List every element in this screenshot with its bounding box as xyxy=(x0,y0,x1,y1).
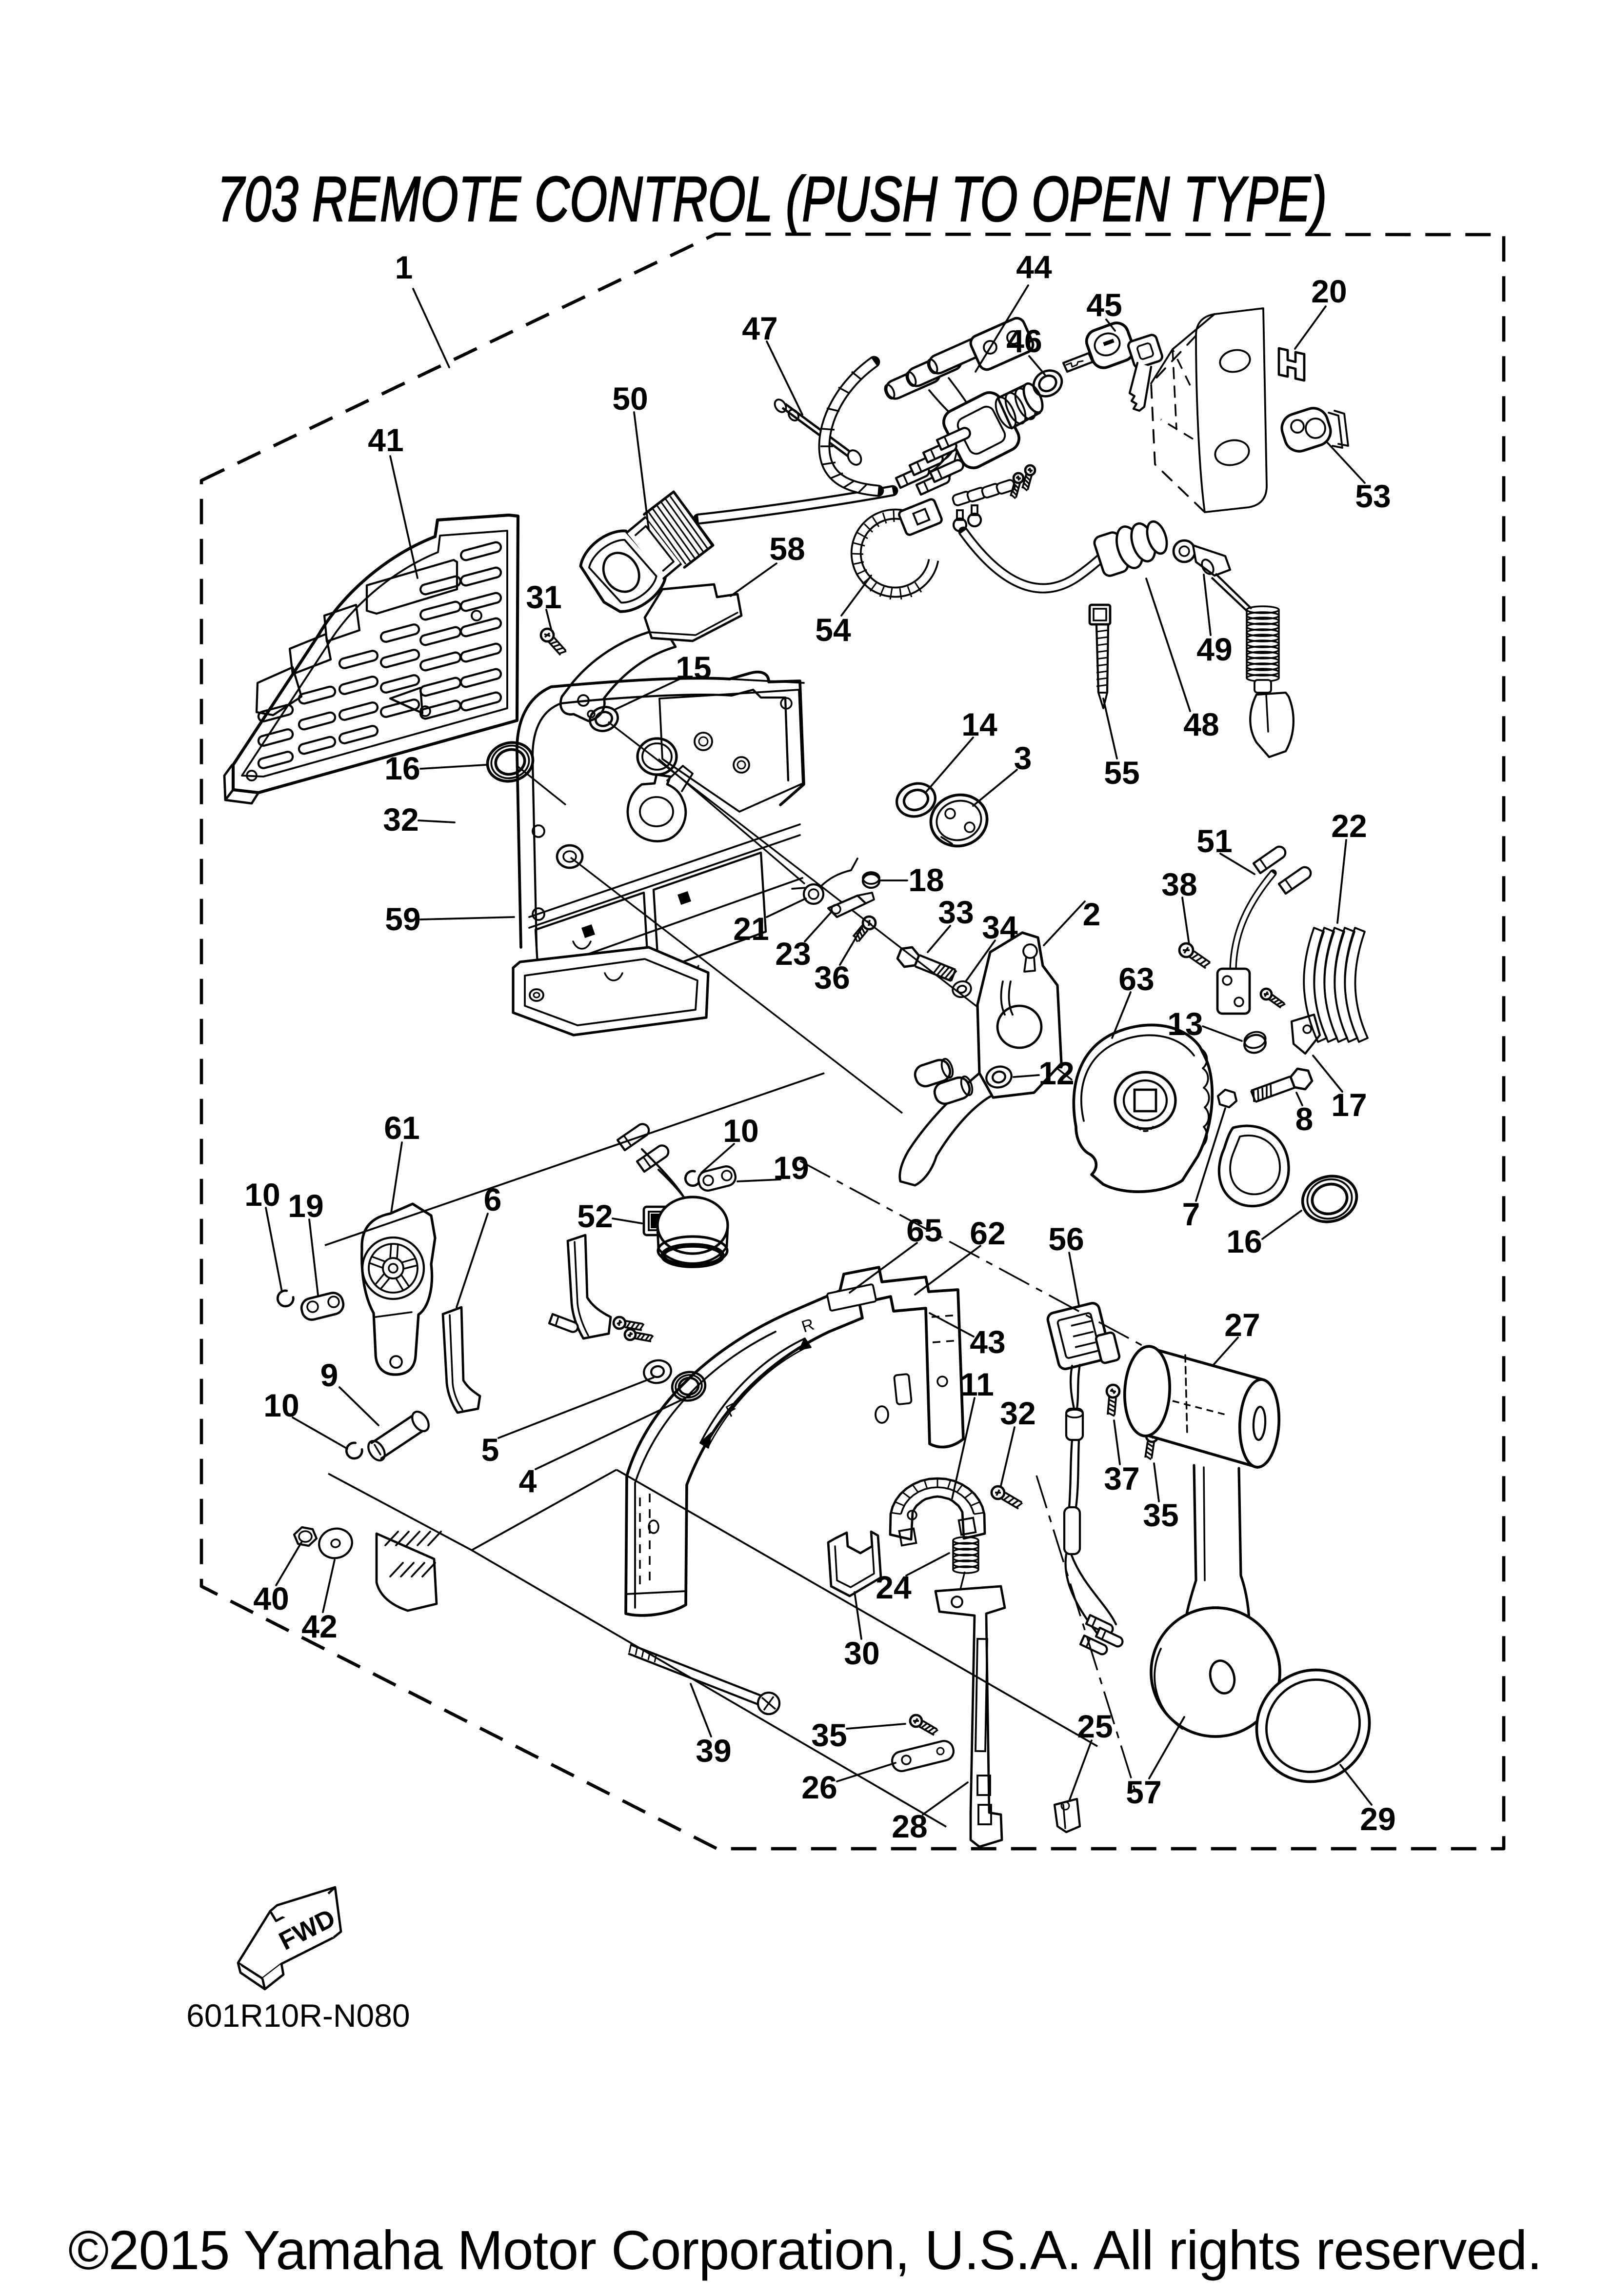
svg-text:703 REMOTE CONTROL (PUSH TO OP: 703 REMOTE CONTROL (PUSH TO OPEN TYPE) xyxy=(217,163,1327,235)
svg-text:32: 32 xyxy=(383,801,418,838)
svg-text:38: 38 xyxy=(1161,866,1197,902)
svg-text:19: 19 xyxy=(288,1188,323,1224)
svg-text:9: 9 xyxy=(320,1357,339,1393)
svg-text:39: 39 xyxy=(696,1733,731,1769)
svg-text:35: 35 xyxy=(811,1717,847,1753)
svg-text:58: 58 xyxy=(769,531,805,567)
svg-text:16: 16 xyxy=(1226,1223,1262,1259)
svg-text:4: 4 xyxy=(519,1463,537,1499)
svg-text:32: 32 xyxy=(1000,1395,1036,1431)
svg-text:47: 47 xyxy=(742,310,777,346)
svg-text:29: 29 xyxy=(1360,1801,1395,1837)
svg-text:6: 6 xyxy=(484,1181,502,1218)
svg-text:16: 16 xyxy=(384,750,420,786)
svg-text:54: 54 xyxy=(815,612,851,648)
svg-text:43: 43 xyxy=(970,1324,1005,1360)
svg-text:62: 62 xyxy=(970,1215,1005,1251)
svg-text:©2015 Yamaha Motor Corporation: ©2015 Yamaha Motor Corporation, U.S.A. A… xyxy=(68,2219,1542,2281)
svg-text:33: 33 xyxy=(938,894,974,930)
svg-text:12: 12 xyxy=(1038,1055,1074,1091)
svg-text:2: 2 xyxy=(1083,896,1101,932)
svg-text:57: 57 xyxy=(1126,1774,1161,1810)
svg-text:25: 25 xyxy=(1077,1708,1113,1744)
svg-text:21: 21 xyxy=(733,911,769,947)
svg-text:5: 5 xyxy=(481,1432,499,1468)
svg-text:35: 35 xyxy=(1143,1497,1178,1533)
svg-text:46: 46 xyxy=(1006,323,1042,359)
svg-text:44: 44 xyxy=(1016,249,1052,285)
svg-text:40: 40 xyxy=(253,1580,289,1617)
svg-text:28: 28 xyxy=(892,1808,927,1844)
svg-text:15: 15 xyxy=(676,650,711,686)
svg-text:53: 53 xyxy=(1355,478,1391,514)
svg-text:30: 30 xyxy=(844,1635,879,1671)
svg-text:13: 13 xyxy=(1167,1006,1203,1042)
svg-text:63: 63 xyxy=(1118,961,1154,997)
svg-text:42: 42 xyxy=(301,1608,337,1644)
svg-text:65: 65 xyxy=(906,1212,942,1248)
svg-text:48: 48 xyxy=(1183,706,1219,742)
svg-text:59: 59 xyxy=(385,901,420,937)
svg-text:31: 31 xyxy=(526,579,561,615)
svg-text:26: 26 xyxy=(801,1769,837,1805)
svg-text:52: 52 xyxy=(577,1198,613,1234)
svg-text:10: 10 xyxy=(244,1177,280,1213)
svg-text:61: 61 xyxy=(384,1110,419,1146)
svg-text:1: 1 xyxy=(395,249,413,285)
svg-text:14: 14 xyxy=(961,706,997,742)
svg-text:45: 45 xyxy=(1086,287,1122,323)
svg-text:49: 49 xyxy=(1196,631,1232,667)
svg-text:37: 37 xyxy=(1104,1460,1139,1497)
svg-text:20: 20 xyxy=(1311,273,1347,309)
svg-text:50: 50 xyxy=(612,380,648,417)
svg-text:41: 41 xyxy=(368,422,403,458)
svg-text:10: 10 xyxy=(723,1113,758,1149)
svg-text:27: 27 xyxy=(1224,1307,1260,1343)
svg-text:56: 56 xyxy=(1048,1221,1084,1257)
svg-text:18: 18 xyxy=(908,862,944,898)
svg-text:7: 7 xyxy=(1182,1196,1200,1232)
svg-text:55: 55 xyxy=(1104,755,1139,791)
svg-text:8: 8 xyxy=(1295,1101,1314,1137)
svg-text:36: 36 xyxy=(814,959,850,996)
svg-text:601R10R-N080: 601R10R-N080 xyxy=(186,1997,410,2034)
svg-text:22: 22 xyxy=(1331,808,1367,844)
svg-text:17: 17 xyxy=(1331,1087,1367,1123)
svg-text:11: 11 xyxy=(960,1366,994,1402)
svg-text:34: 34 xyxy=(982,909,1018,945)
svg-text:51: 51 xyxy=(1196,823,1232,859)
